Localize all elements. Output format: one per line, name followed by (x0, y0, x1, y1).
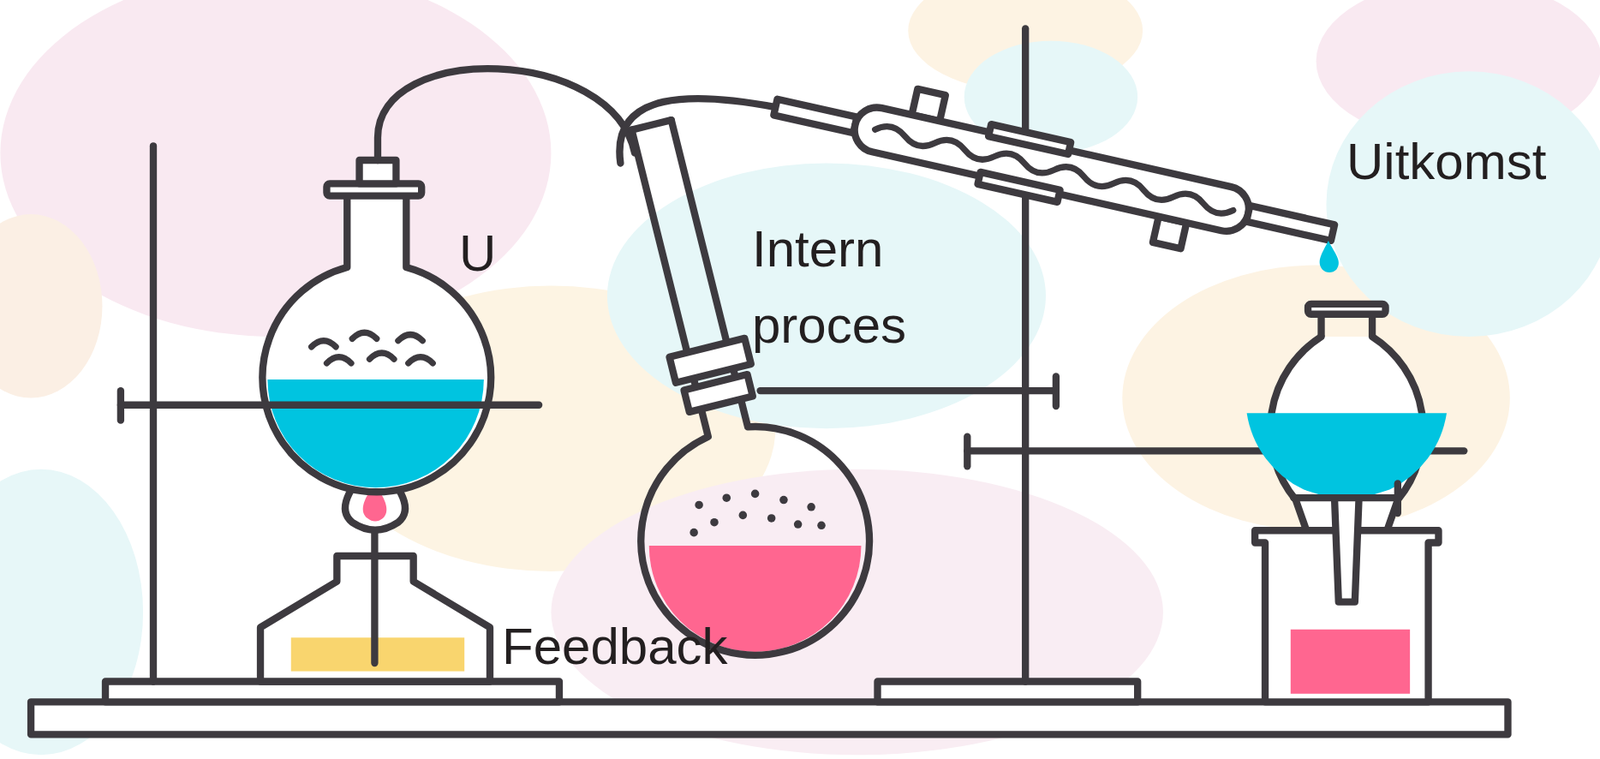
label: Feedback (501, 616, 729, 676)
label: U (459, 223, 496, 283)
label: Uitkomst (1346, 131, 1547, 192)
label: Intern proces (752, 210, 950, 364)
apparatus (30, 28, 1508, 735)
